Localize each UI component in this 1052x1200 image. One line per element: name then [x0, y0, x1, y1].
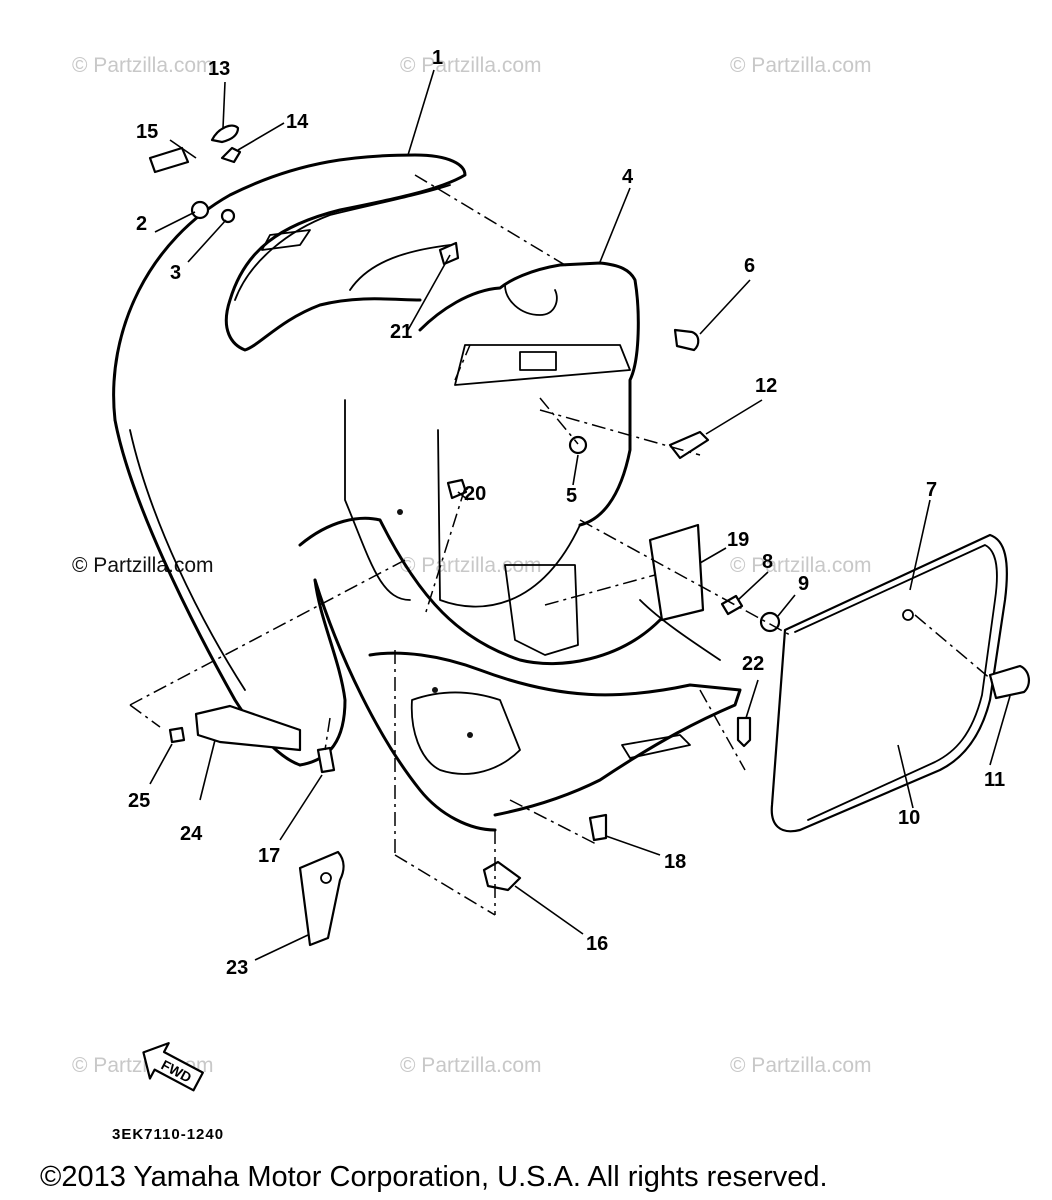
callout-4: 4 [622, 166, 634, 188]
assembly-lines [129, 174, 993, 916]
callout-1: 1 [432, 47, 443, 69]
part-2-nut [190, 200, 210, 220]
watermark-8: © Partzilla.com [400, 1054, 542, 1077]
callout-13: 13 [208, 58, 230, 80]
part-21-pad [438, 241, 460, 266]
part-17-fastener [316, 746, 336, 774]
callout-20: 20 [464, 483, 486, 505]
callout-22: 22 [742, 653, 764, 675]
callout-19: 19 [727, 529, 749, 551]
copyright-text: ©2013 Yamaha Motor Corporation, U.S.A. A… [40, 1161, 828, 1193]
part-20-pad [446, 478, 468, 500]
watermark-2: © Partzilla.com [400, 54, 542, 77]
callout-9: 9 [798, 573, 809, 595]
callout-3: 3 [170, 262, 181, 284]
callouts: 1 2 3 4 5 6 7 8 9 10 11 12 13 14 15 16 1… [128, 47, 1005, 979]
watermark-4: © Partzilla.com [72, 554, 214, 577]
watermark-9: © Partzilla.com [730, 1054, 872, 1077]
part-18-bolt [588, 813, 608, 842]
part-6-screw [673, 328, 700, 352]
leader-lines [149, 69, 1011, 961]
part-22-bolt [736, 716, 752, 748]
callout-14: 14 [286, 111, 309, 133]
callout-24: 24 [180, 823, 203, 845]
callout-25: 25 [128, 790, 150, 812]
part-13-clip [210, 124, 240, 144]
part-15-pad [148, 146, 190, 174]
part-16-clip [482, 860, 522, 892]
callout-17: 17 [258, 845, 280, 867]
callout-23: 23 [226, 957, 248, 979]
part-23-cover [298, 850, 345, 947]
glove-box-lid [770, 533, 1008, 833]
watermark-3: © Partzilla.com [730, 54, 872, 77]
callout-21: 21 [390, 321, 412, 343]
drawing-number: 3EK7110-1240 [112, 1126, 224, 1143]
callout-18: 18 [664, 851, 686, 873]
callout-10: 10 [898, 807, 920, 829]
callout-2: 2 [136, 213, 147, 235]
callout-16: 16 [586, 933, 608, 955]
callout-8: 8 [762, 551, 773, 573]
watermark-6: © Partzilla.com [730, 554, 872, 577]
callout-12: 12 [755, 375, 777, 397]
part-24-bracket [194, 704, 302, 752]
callout-11: 11 [984, 769, 1005, 791]
part-8-clip [720, 594, 744, 616]
part-25-screw [168, 726, 186, 744]
part-5-nut [568, 435, 588, 455]
callout-6: 6 [744, 255, 755, 277]
callout-5: 5 [566, 485, 577, 507]
callout-7: 7 [926, 479, 937, 501]
part-14-clip [220, 146, 242, 164]
leg-shield-body [112, 153, 742, 832]
watermarks: © Partzilla.com © Partzilla.com © Partzi… [72, 54, 872, 1077]
part-12-bracket [668, 430, 710, 460]
part-3-washer [220, 208, 236, 224]
callout-15: 15 [136, 121, 158, 143]
watermark-1: © Partzilla.com [72, 54, 214, 77]
part-11-knob [988, 664, 1030, 700]
